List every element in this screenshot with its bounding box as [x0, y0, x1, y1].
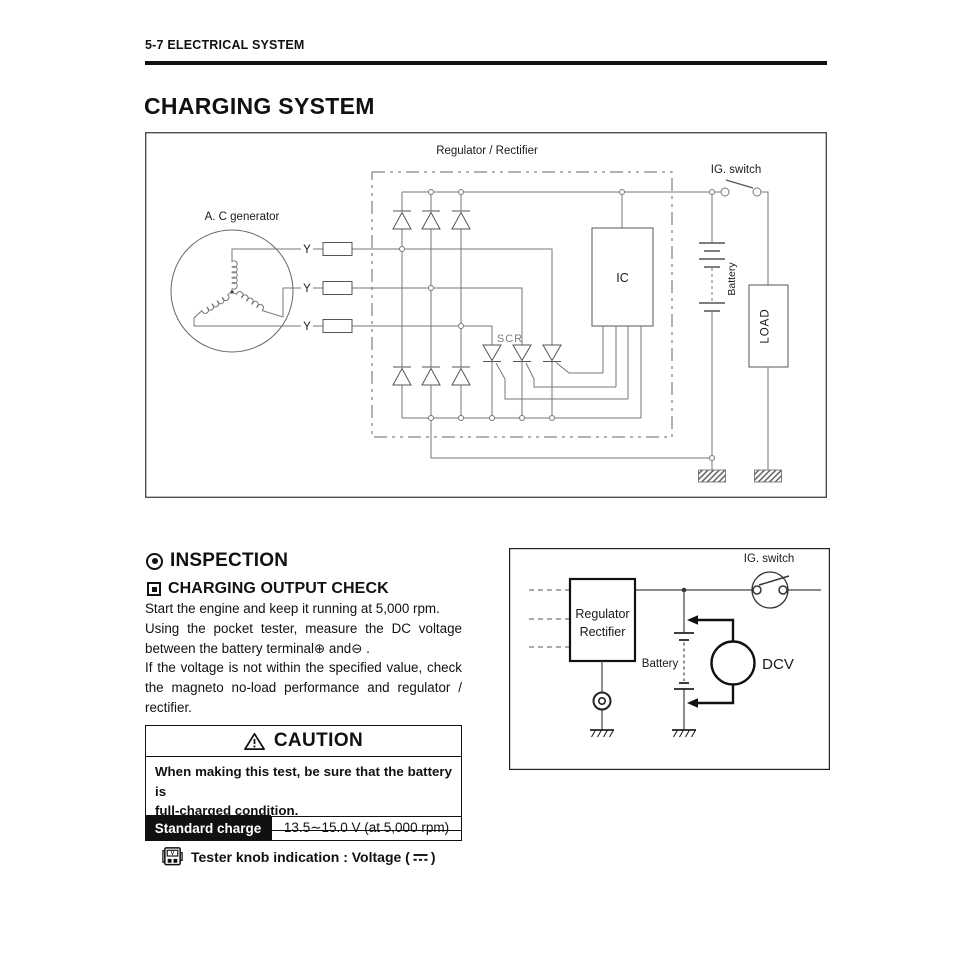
scr-label: SCR	[497, 333, 523, 345]
circle-dot-bullet-icon	[146, 552, 163, 570]
caution-title: CAUTION	[273, 730, 364, 751]
charging-system-diagram: Regulator / Rectifier A. C generator Y Y	[145, 132, 827, 498]
tester-note-row: V Tester knob indication : Voltage ( )	[161, 845, 436, 868]
phase-wires	[193, 248, 553, 418]
ac-generator-symbol	[170, 229, 294, 353]
page-title: CHARGING SYSTEM	[144, 93, 375, 119]
inspection-heading-label: INSPECTION	[170, 550, 289, 571]
stator-input-wires	[529, 589, 570, 648]
positive-bus	[402, 191, 769, 285]
load-label: LOAD	[760, 308, 772, 343]
regulator-ground-leg	[590, 661, 614, 738]
diode-columns	[401, 192, 462, 418]
phase2-label: Y	[303, 283, 311, 295]
header-rule	[145, 61, 827, 65]
inspection-hookup-diagram: Regulator Rectifier IG. switch Batt	[509, 547, 830, 770]
caution-line: When making this test, be sure that the …	[155, 764, 452, 799]
ic-label: IC	[616, 271, 629, 285]
regulator-rectifier-block	[568, 577, 637, 663]
battery-label: Battery	[642, 658, 679, 670]
dcv-meter-symbol	[687, 615, 756, 708]
caution-box: CAUTION When making this test, be sure t…	[145, 725, 462, 831]
warning-triangle-icon	[243, 732, 265, 750]
battery-symbol	[672, 590, 696, 738]
body-line: If the voltage is not within the specifi…	[145, 660, 462, 676]
tester-note-prefix: Tester knob indication : Voltage (	[191, 848, 410, 865]
diagram-border	[145, 132, 827, 498]
regulator-label: Regulator	[575, 607, 629, 621]
caution-line: full-charged condition.	[155, 803, 299, 818]
pocket-tester-icon: V	[162, 847, 183, 866]
battery-label: Battery	[726, 262, 738, 296]
regulator-rectifier-label: Regulator / Rectifier	[436, 145, 538, 157]
junction-nodes	[399, 189, 715, 461]
page-header: 5-7 ELECTRICAL SYSTEM	[145, 38, 305, 52]
standard-charge-value: 13.5∼15.0 V (at 5,000 rpm)	[271, 815, 462, 841]
caution-header: CAUTION	[146, 726, 461, 757]
body-line: the magneto no-load performance and regu…	[145, 680, 462, 696]
scr-bank	[482, 344, 628, 400]
ground-bus	[402, 417, 712, 459]
phase-connectors	[322, 242, 353, 333]
standard-charge-label: Standard charge	[145, 815, 271, 841]
inspection-diagram-border	[509, 547, 830, 770]
ig-switch-label: IG. switch	[711, 164, 761, 176]
square-bullet-icon	[147, 582, 161, 596]
charging-output-check-heading: CHARGING OUTPUT CHECK	[147, 580, 389, 598]
body-line: rectifier.	[145, 699, 192, 715]
bottom-diodes	[392, 366, 471, 386]
ac-generator-label: A. C generator	[205, 211, 280, 223]
dc-voltage-icon	[413, 853, 428, 861]
battery-symbol	[699, 192, 725, 470]
phase1-label: Y	[303, 244, 311, 256]
charging-output-check-label: CHARGING OUTPUT CHECK	[168, 580, 389, 597]
svg-text:V: V	[171, 851, 175, 857]
rectifier-label: Rectifier	[580, 625, 626, 639]
inspection-body: Start the engine and keep it running at …	[145, 599, 462, 718]
ic-block	[591, 192, 654, 418]
load-block	[748, 284, 789, 470]
body-line: Using the pocket tester, measure the DC …	[145, 620, 462, 636]
inspection-heading: INSPECTION	[146, 550, 288, 572]
dcv-label: DCV	[762, 656, 794, 673]
ig-switch-label: IG. switch	[744, 553, 794, 565]
tester-note-text: Tester knob indication : Voltage ( )	[191, 849, 436, 865]
regulator-rectifier-boundary	[371, 171, 673, 438]
body-line: between the battery terminal⊕ and⊖ .	[145, 640, 370, 656]
body-line: Start the engine and keep it running at …	[145, 601, 440, 616]
ig-switch-symbol	[751, 571, 790, 609]
caution-body: When making this test, be sure that the …	[146, 757, 461, 830]
phase3-label: Y	[303, 321, 311, 333]
ig-switch-symbol	[720, 179, 762, 197]
top-diodes	[392, 210, 471, 230]
standard-charge-row: Standard charge 13.5∼15.0 V (at 5,000 rp…	[145, 815, 462, 841]
ground-symbols	[698, 469, 782, 483]
tester-note-suffix: )	[430, 848, 436, 865]
